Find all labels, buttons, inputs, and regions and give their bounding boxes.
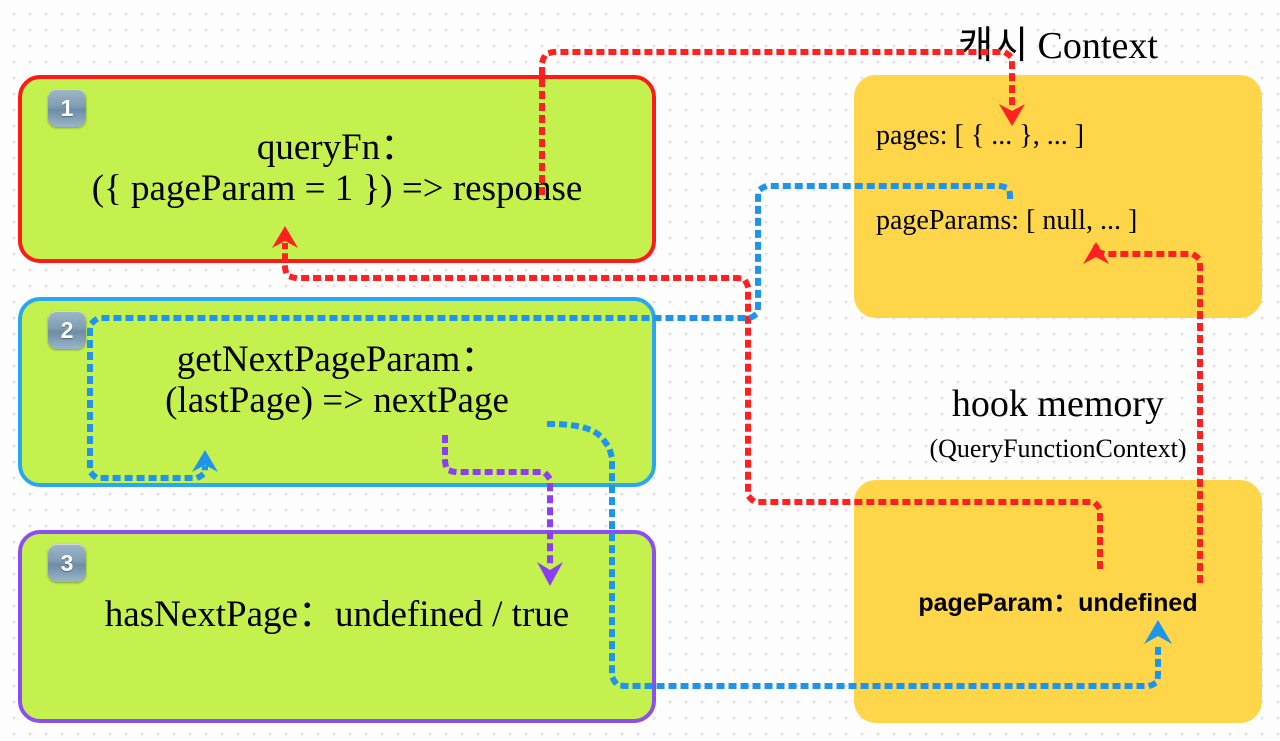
step-badge-3: 3 xyxy=(48,544,86,582)
hook-memory-title: hook memory xyxy=(951,383,1165,425)
hook-memory-subtitle: (QueryFunctionContext) xyxy=(929,434,1187,463)
step-badge-2: 2 xyxy=(48,311,86,349)
step-badge-1: 1 xyxy=(48,89,86,127)
step-text-2: getNextPageParam： (lastPage) => nextPage xyxy=(22,339,652,422)
step-text-1-line1: queryFn： xyxy=(256,127,418,168)
step-text-1: queryFn： ({ pageParam = 1 }) => response xyxy=(22,127,652,210)
step-box-getnextpageparam: 2 getNextPageParam： (lastPage) => nextPa… xyxy=(18,297,656,487)
step-text-2-line1: getNextPageParam： xyxy=(176,339,498,380)
step-text-3: hasNextPage：undefined / true xyxy=(22,594,652,635)
cache-context-title: 캐시 Context xyxy=(958,25,1158,67)
step-text-3-line1: hasNextPage：undefined / true xyxy=(104,594,570,635)
hook-pageparam-label: pageParam：undefined xyxy=(918,589,1198,617)
cache-context-panel xyxy=(854,75,1262,318)
step-box-queryfn: 1 queryFn： ({ pageParam = 1 }) => respon… xyxy=(18,75,656,263)
step-text-2-line2: (lastPage) => nextPage xyxy=(165,380,509,422)
step-box-hasnextpage: 3 hasNextPage：undefined / true xyxy=(18,530,656,723)
step-text-1-line2: ({ pageParam = 1 }) => response xyxy=(91,168,583,210)
cache-pages-label: pages: [ { ... }, ... ] xyxy=(876,120,1085,151)
cache-pageparams-label: pageParams: [ null, ... ] xyxy=(876,205,1138,236)
